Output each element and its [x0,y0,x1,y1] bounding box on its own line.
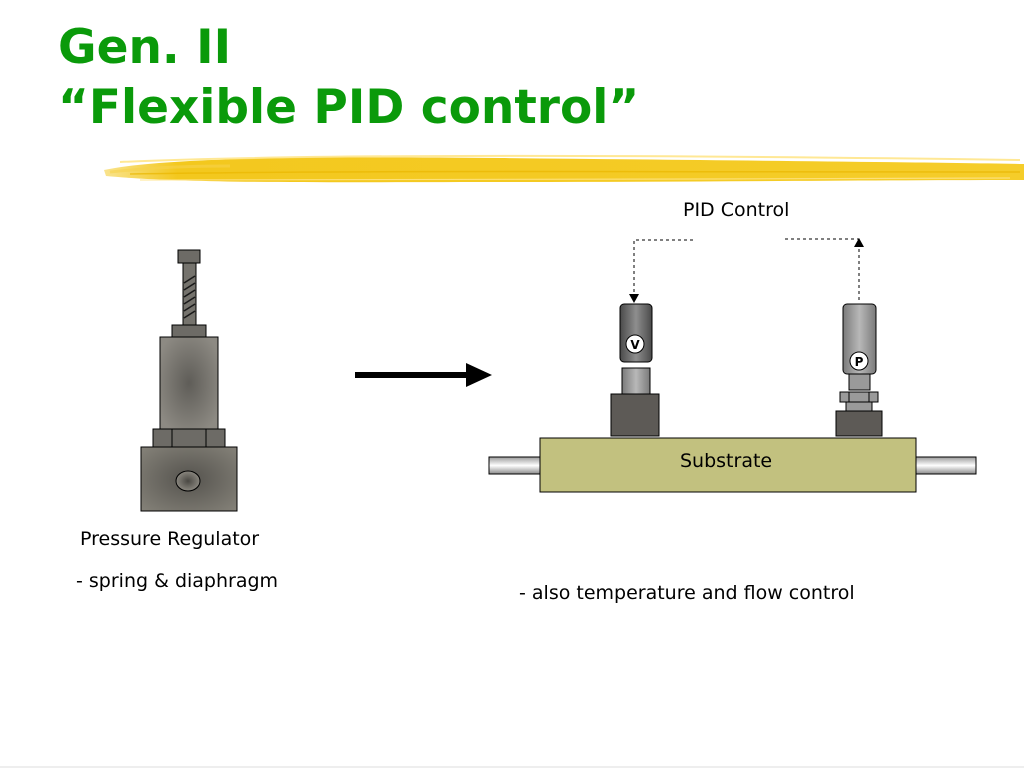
regulator-spring-icon [183,275,196,319]
regulator-collar [171,324,207,338]
pressure-letter: P [855,355,864,369]
also-control-label: - also temperature and flow control [519,582,855,604]
gauge-base [835,410,883,437]
highlight-brush-stroke [104,154,1024,183]
bottom-rule [0,766,1024,768]
pid-control-loop [629,238,864,303]
pressure-gauge-assembly [835,303,883,437]
pipe-left [488,456,544,475]
valve-badge-icon [625,334,645,354]
regulator-nut [152,428,226,448]
title-line-1: Gen. II [58,20,232,75]
pid-control-label: PID Control [683,199,790,221]
gauge-fitting [839,391,879,403]
pipe-right [913,456,977,475]
regulator-cap [177,249,201,264]
valve-base [610,393,660,437]
regulator-sublabel: - spring & diaphragm [76,570,279,592]
substrate-label: Substrate [680,450,773,472]
regulator-port-icon [175,470,201,492]
pressure-regulator [140,249,238,512]
valve-neck [621,367,651,395]
slide-title: Gen. II “Flexible PID control” [58,18,639,138]
title-line-2: “Flexible PID control” [58,80,640,135]
valve-assembly [610,303,660,437]
pressure-badge-icon [849,351,869,371]
regulator-label: Pressure Regulator [80,528,260,550]
substrate-block [539,437,917,493]
regulator-body-upper [159,336,219,430]
transition-arrow-icon [355,363,492,387]
valve-letter: V [630,338,640,352]
